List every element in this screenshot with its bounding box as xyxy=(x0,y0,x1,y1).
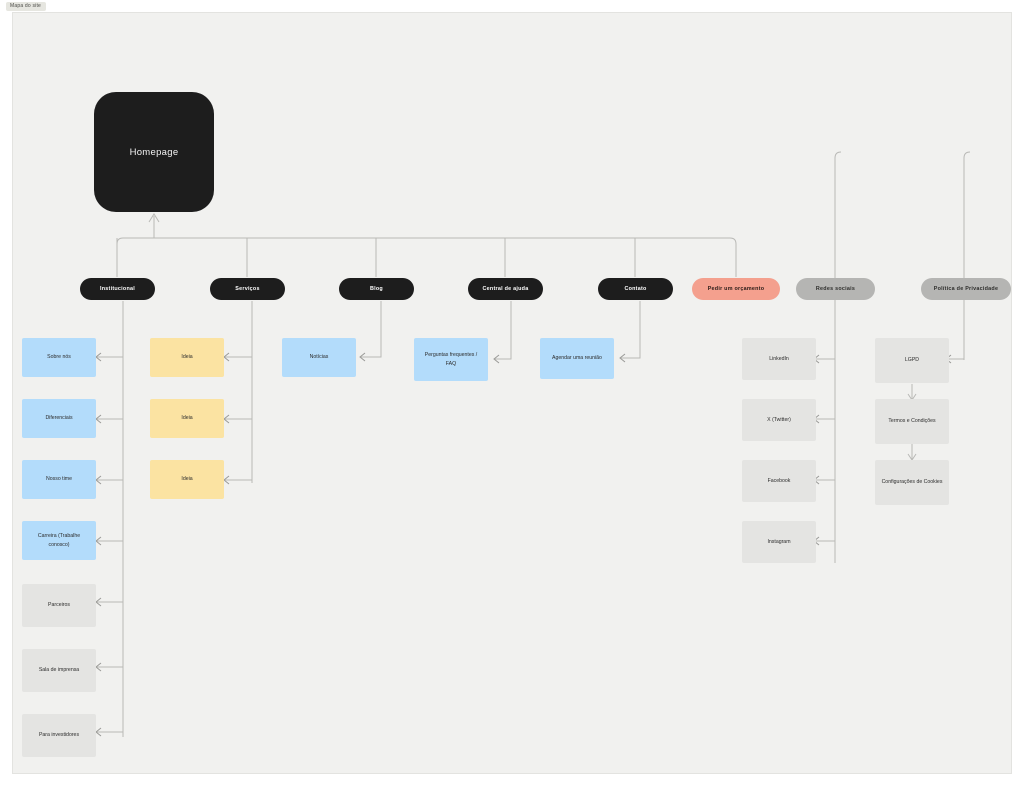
node-redes-sociais[interactable]: Redes sociais xyxy=(796,278,875,300)
card-para-investidores[interactable]: Para investidores xyxy=(22,714,96,757)
card-instagram[interactable]: Instagram xyxy=(742,521,816,563)
card-lgpd[interactable]: LGPD xyxy=(875,338,949,383)
card-agendar-reuniao[interactable]: Agendar uma reunião xyxy=(540,338,614,379)
card-servico-ideia-3[interactable]: Ideia xyxy=(150,460,224,499)
node-contato[interactable]: Contato xyxy=(598,278,673,300)
node-pedir-um-orcamento[interactable]: Pedir um orçamento xyxy=(692,278,780,300)
card-diferenciais[interactable]: Diferenciais xyxy=(22,399,96,438)
node-institucional[interactable]: Institucional xyxy=(80,278,155,300)
card-nosso-time[interactable]: Nosso time xyxy=(22,460,96,499)
node-servicos[interactable]: Serviços xyxy=(210,278,285,300)
node-homepage[interactable]: Homepage xyxy=(94,92,214,212)
card-termos-e-condicoes[interactable]: Termos e Condições xyxy=(875,399,949,444)
card-sala-de-imprensa[interactable]: Sala de imprensa xyxy=(22,649,96,692)
card-configuracoes-de-cookies[interactable]: Configurações de Cookies xyxy=(875,460,949,505)
card-sobre-nos[interactable]: Sobre nós xyxy=(22,338,96,377)
node-blog[interactable]: Blog xyxy=(339,278,414,300)
card-servico-ideia-1[interactable]: Ideia xyxy=(150,338,224,377)
card-parceiros[interactable]: Parceiros xyxy=(22,584,96,627)
card-faq[interactable]: Perguntas frequentes / FAQ xyxy=(414,338,488,381)
node-politica-de-privacidade[interactable]: Política de Privacidade xyxy=(921,278,1011,300)
frame-label[interactable]: Mapa do site xyxy=(6,2,47,11)
card-facebook[interactable]: Facebook xyxy=(742,460,816,502)
node-central-de-ajuda[interactable]: Central de ajuda xyxy=(468,278,543,300)
card-carreira[interactable]: Carreira (Trabalhe conosco) xyxy=(22,521,96,560)
card-servico-ideia-2[interactable]: Ideia xyxy=(150,399,224,438)
card-linkedin[interactable]: LinkedIn xyxy=(742,338,816,380)
card-x-twitter[interactable]: X (Twitter) xyxy=(742,399,816,441)
card-noticias[interactable]: Notícias xyxy=(282,338,356,377)
